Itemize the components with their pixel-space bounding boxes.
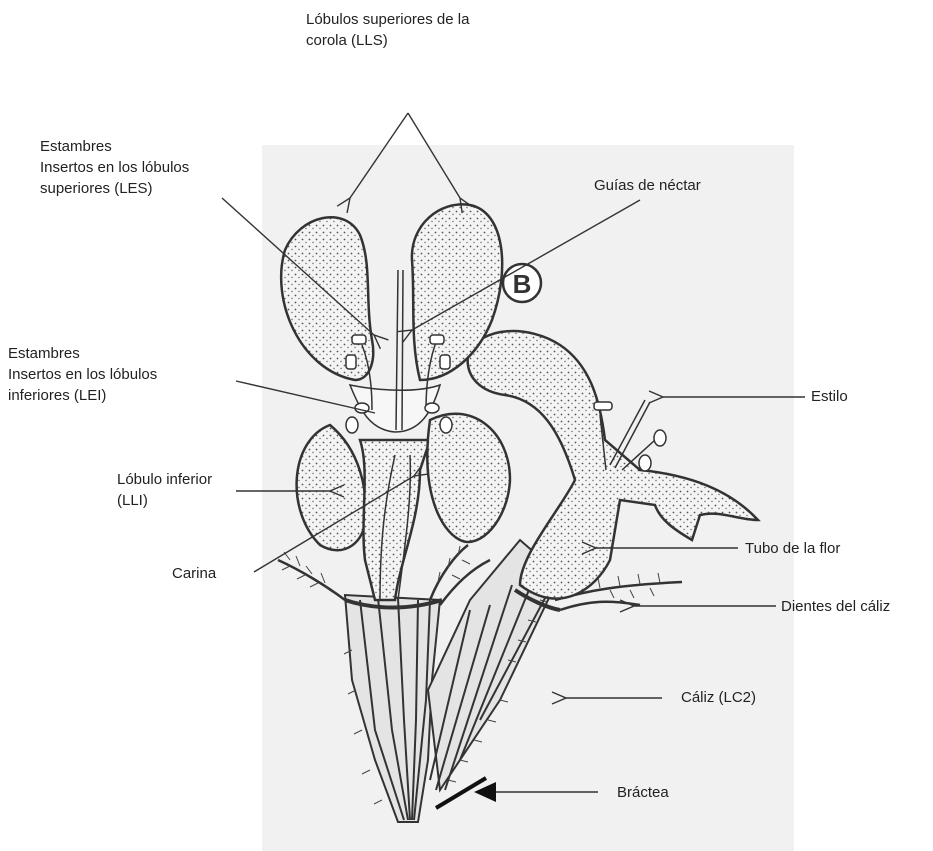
label-lei-line2: Insertos en los lóbulos (8, 364, 157, 385)
label-dientes: Dientes del cáliz (781, 596, 890, 617)
label-caliz: Cáliz (LC2) (681, 687, 756, 708)
label-les-line1: Estambres (40, 136, 189, 157)
label-lli: Lóbulo inferior (LLI) (117, 469, 212, 511)
label-bractea: Bráctea (617, 782, 669, 803)
svg-text:B: B (513, 269, 532, 299)
figure-badge: B (503, 264, 541, 302)
label-estilo: Estilo (811, 386, 848, 407)
label-tubo-text: Tubo de la flor (745, 538, 840, 559)
label-nectar-text: Guías de néctar (594, 175, 701, 196)
label-bractea-text: Bráctea (617, 782, 669, 803)
label-nectar: Guías de néctar (594, 175, 701, 196)
label-dientes-text: Dientes del cáliz (781, 596, 890, 617)
label-les-line2: Insertos en los lóbulos (40, 157, 189, 178)
label-lls-line1: Lóbulos superiores de la (306, 9, 469, 30)
label-lli-line1: Lóbulo inferior (117, 469, 212, 490)
label-lls-line2: corola (LLS) (306, 30, 469, 51)
label-lli-line2: (LLI) (117, 490, 212, 511)
label-caliz-text: Cáliz (LC2) (681, 687, 756, 708)
label-lei: Estambres Insertos en los lóbulos inferi… (8, 343, 157, 406)
label-estilo-text: Estilo (811, 386, 848, 407)
label-tubo: Tubo de la flor (745, 538, 840, 559)
label-carina-text: Carina (172, 563, 216, 584)
label-les: Estambres Insertos en los lóbulos superi… (40, 136, 189, 199)
label-lei-line3: inferiores (LEI) (8, 385, 157, 406)
label-lls: Lóbulos superiores de la corola (LLS) (306, 9, 469, 51)
label-lei-line1: Estambres (8, 343, 157, 364)
label-carina: Carina (172, 563, 216, 584)
label-les-line3: superiores (LES) (40, 178, 189, 199)
